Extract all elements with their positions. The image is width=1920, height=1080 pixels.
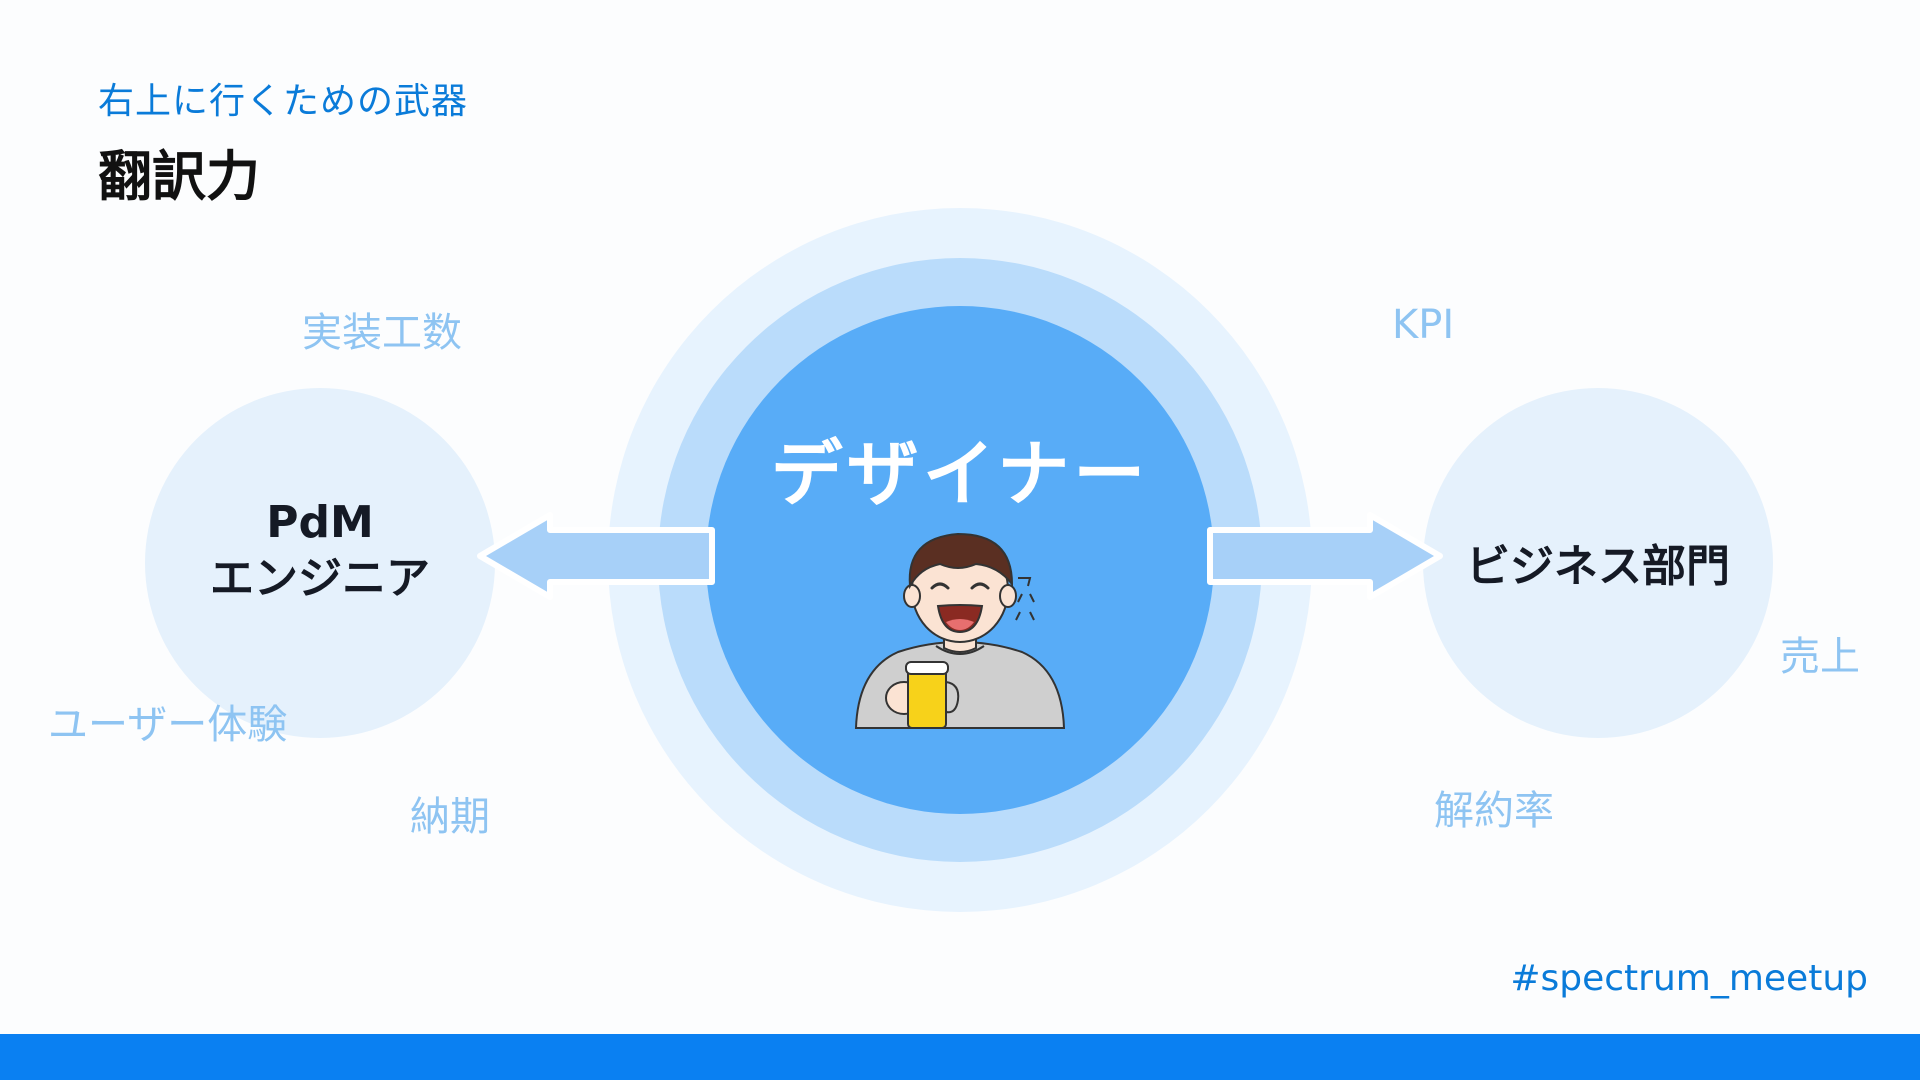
left-node-circle (145, 388, 495, 738)
business-dept-label: ビジネス部門 (1466, 541, 1730, 592)
bottom-accent-bar (0, 1034, 1920, 1080)
slide-subtitle: 右上に行くための武器 (98, 81, 469, 122)
keyword-sales: 売上 (1780, 634, 1860, 680)
left-label-line2: エンジニア (210, 553, 430, 604)
right-arrow (1207, 512, 1443, 600)
left-label-line1: PdM (266, 497, 374, 548)
slide-title: 翻訳力 (98, 145, 260, 208)
right-node-circle (1423, 388, 1773, 738)
laughing-person-icon (854, 532, 1066, 729)
keyword-kpi: KPI (1392, 302, 1455, 348)
left-arrow (477, 512, 715, 600)
designer-label: デザイナー (770, 432, 1150, 516)
pdm-engineer-label: PdM エンジニア (145, 495, 495, 607)
event-hashtag: #spectrum_meetup (1510, 958, 1868, 999)
keyword-user-experience: ユーザー体験 (48, 702, 288, 748)
keyword-implementation-effort: 実装工数 (302, 310, 462, 356)
keyword-deadline: 納期 (410, 794, 490, 840)
keyword-churn-rate: 解約率 (1434, 788, 1554, 834)
